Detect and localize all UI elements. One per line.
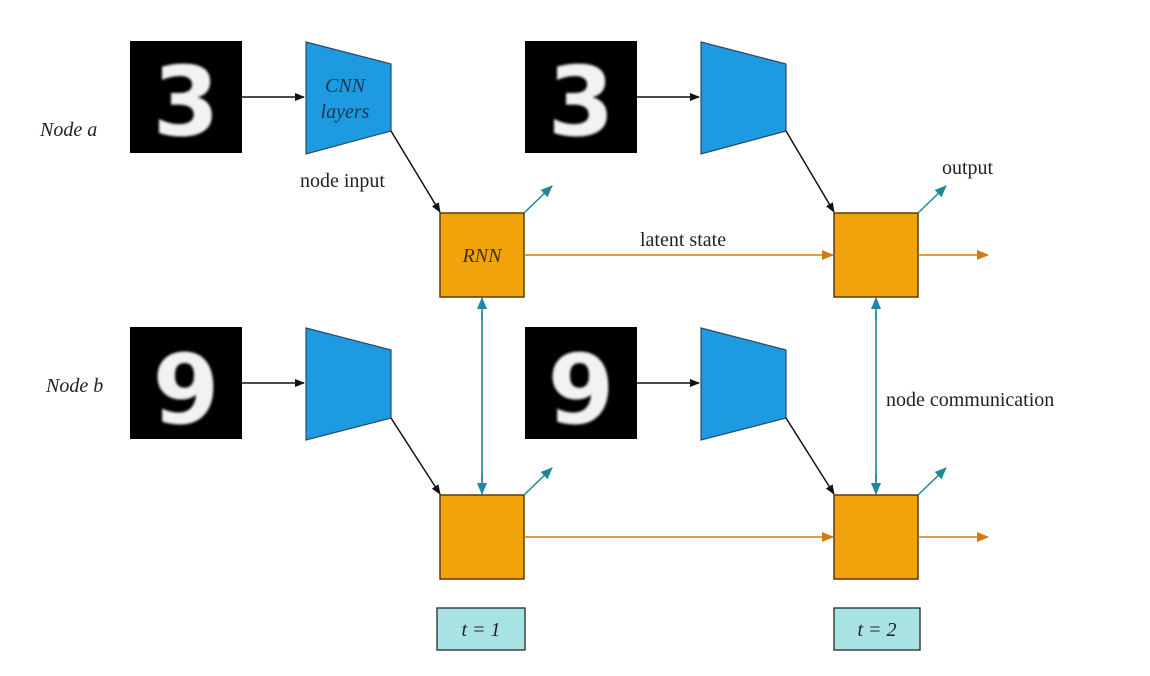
- cnn-label-line1: CNN: [325, 75, 367, 97]
- digit-image-b-t1: 9: [130, 327, 242, 446]
- node-a-label: Node a: [39, 119, 97, 141]
- rnn-block-a-t2: [833, 212, 919, 298]
- arrow-output: [917, 185, 947, 214]
- arrow-output: [917, 467, 947, 496]
- arrow-output: [523, 467, 553, 496]
- digit-glyph: 9: [548, 334, 615, 446]
- digit-glyph: 3: [548, 46, 615, 158]
- node-communication-label: node communication: [886, 389, 1054, 411]
- rnn-block-b-t1: [439, 494, 525, 580]
- cnn-block-b-t1: [305, 327, 392, 441]
- arrow-output: [523, 185, 553, 214]
- rnn-block-b-t2: [833, 494, 919, 580]
- digit-glyph: 9: [153, 334, 220, 446]
- rnn-block-a-t1: RNN: [439, 212, 525, 298]
- time-step-label: t = 2: [857, 619, 896, 641]
- arrow-cnn-to-rnn: [785, 130, 835, 213]
- time-step-label: t = 1: [461, 619, 500, 641]
- node-b-label: Node b: [45, 375, 103, 397]
- digit-image-a-t1: 3: [130, 41, 242, 158]
- cnn-block-a-t2: [700, 41, 787, 155]
- rnn-label: RNN: [462, 245, 504, 267]
- arrow-cnn-to-rnn: [390, 417, 441, 495]
- cnn-block-b-t2: [700, 327, 787, 441]
- digit-image-b-t2: 9: [525, 327, 637, 446]
- digit-glyph: 3: [153, 46, 220, 158]
- output-label: output: [942, 157, 994, 179]
- cnn-label-line2: layers: [321, 101, 370, 123]
- node-input-label: node input: [300, 170, 385, 192]
- time-step-2: t = 2: [833, 607, 921, 651]
- latent-state-label: latent state: [640, 229, 726, 251]
- digit-image-a-t2: 3: [525, 41, 637, 158]
- time-step-1: t = 1: [436, 607, 526, 651]
- cnn-block-a-t1: CNN layers: [305, 41, 392, 155]
- arrow-cnn-to-rnn: [390, 130, 441, 213]
- arrow-cnn-to-rnn: [785, 417, 835, 495]
